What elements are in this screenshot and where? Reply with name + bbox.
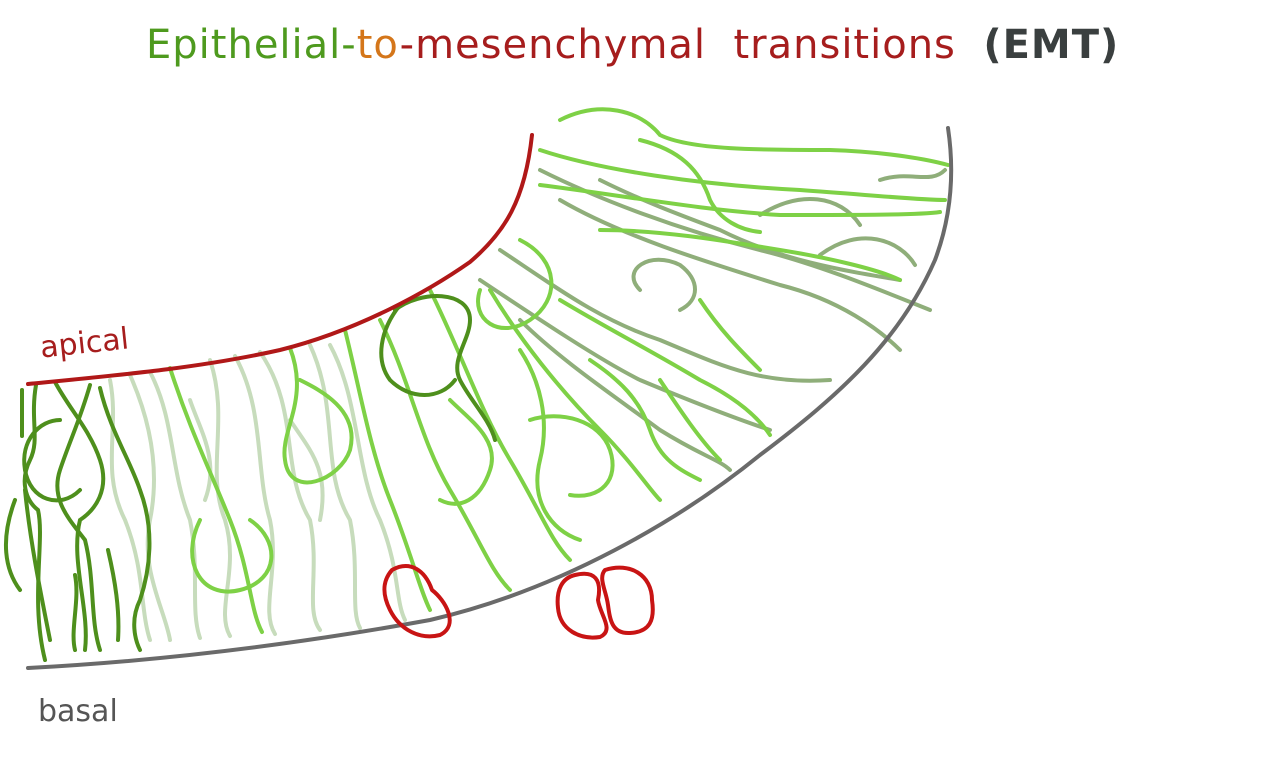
title-emt: (EMT) — [983, 22, 1120, 68]
mesenchymal-cell-pair-right — [600, 565, 655, 636]
title-epithelial: Epithelial — [146, 22, 342, 68]
title-dash-2: - — [399, 22, 416, 68]
title-transitions: transitions — [733, 22, 956, 68]
title-to: to — [356, 22, 400, 68]
basal-boundary — [26, 126, 954, 670]
mesenchymal-cell-pair-left — [555, 571, 609, 640]
basal-label: basal — [38, 694, 118, 729]
apical-boundary — [26, 133, 534, 386]
dark-green-cells — [3, 294, 497, 662]
mesenchymal-cells — [382, 564, 655, 640]
diagram-title: Epithelial-to-mesenchymal transitions (E… — [146, 22, 1119, 68]
mesenchymal-cell-single — [382, 564, 452, 639]
bright-green-cells — [168, 107, 950, 634]
title-mesenchymal: mesenchymal — [415, 22, 707, 68]
title-dash-1: - — [341, 22, 357, 68]
